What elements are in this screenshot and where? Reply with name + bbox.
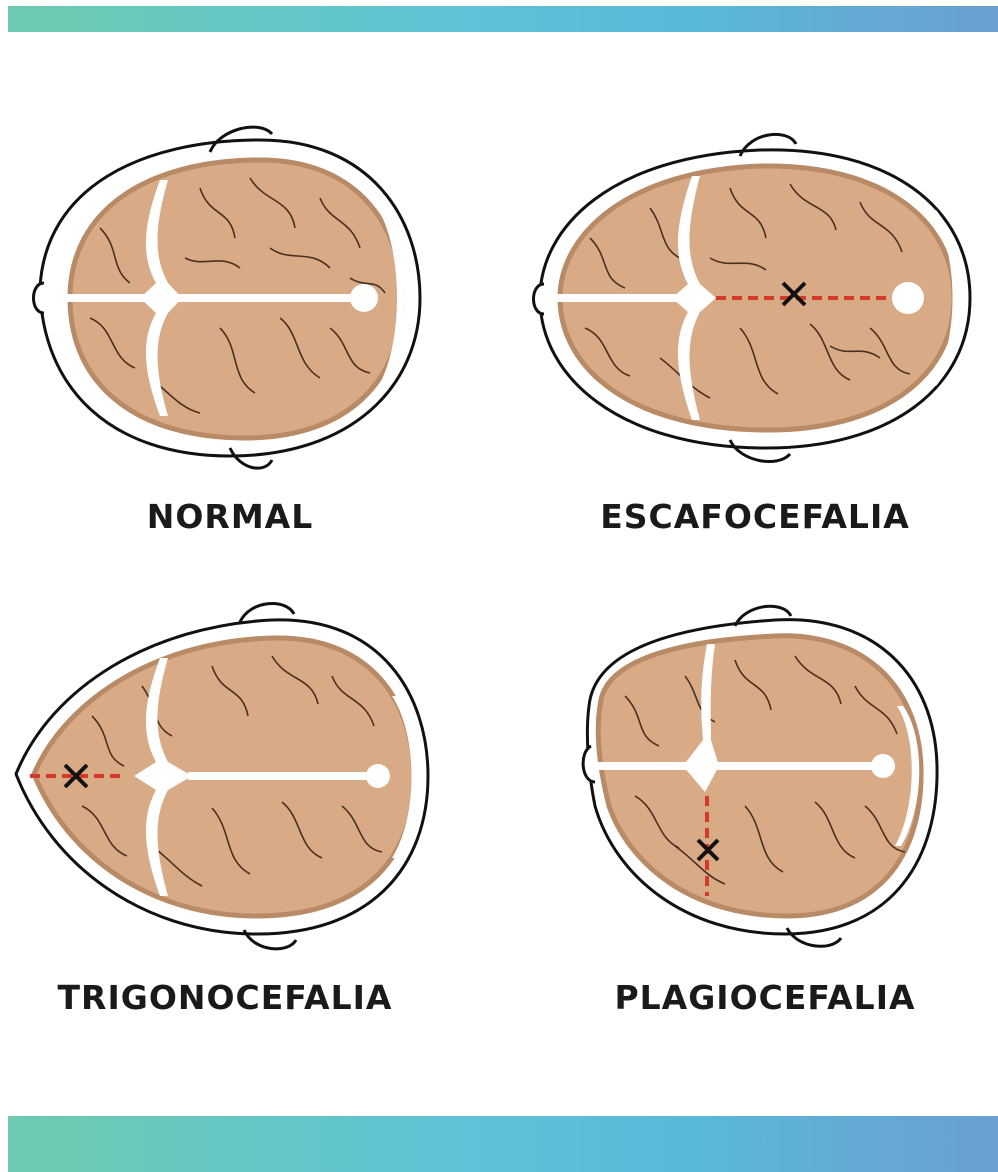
label-normal: NORMAL: [30, 497, 430, 536]
bottom-color-band: [8, 1116, 998, 1172]
top-color-band: [8, 6, 998, 32]
skull-diagram-plagiocefalia: [575, 596, 955, 956]
skull-diagram-trigonocefalia: [12, 596, 432, 956]
label-trigonocefalia: TRIGONOCEFALIA: [20, 978, 430, 1017]
plagiocefalia-skull-svg: [575, 596, 955, 956]
normal-skull-svg: [30, 118, 430, 478]
skull-diagram-normal: [30, 118, 430, 478]
trigonocefalia-skull-svg: [12, 596, 432, 956]
label-plagiocefalia: PLAGIOCEFALIA: [560, 978, 970, 1017]
ear-left-notch: [34, 283, 45, 313]
escafocefalia-skull-svg: [530, 118, 980, 478]
skull-diagram-escafocefalia: [530, 118, 980, 478]
ear-left-notch: [534, 284, 545, 314]
label-escafocefalia: ESCAFOCEFALIA: [540, 497, 970, 536]
